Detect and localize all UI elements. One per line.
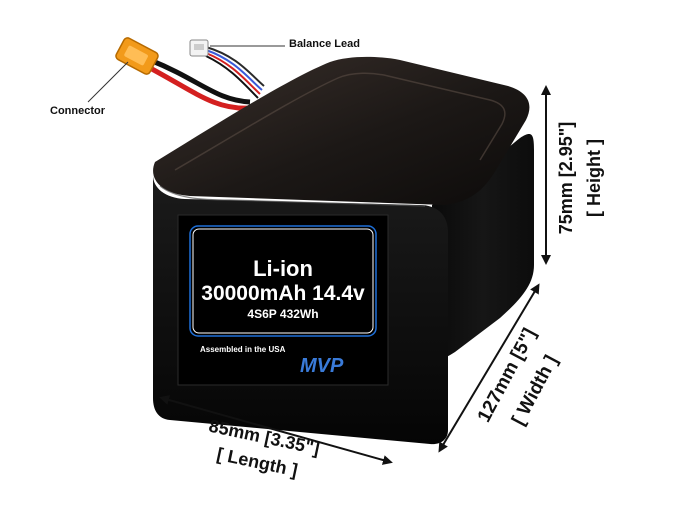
connector-callout-line <box>87 61 129 103</box>
label-chemistry: Li-ion <box>253 256 313 281</box>
height-value-text: 75mm [2.95"] <box>556 122 576 235</box>
label-assembled: Assembled in the USA <box>200 345 286 354</box>
length-arrow <box>159 395 393 465</box>
label-brand-logo: MVP <box>300 355 344 377</box>
width-arrow <box>438 283 540 453</box>
xt-connector-icon <box>115 37 159 75</box>
balance-plug-icon <box>189 39 209 57</box>
main-wires <box>148 57 251 111</box>
balance-lead-wires <box>205 46 265 99</box>
connector-callout-label: Connector <box>50 105 105 117</box>
label-capacity-voltage: 30000mAh 14.4v <box>201 282 365 305</box>
battery-label: Li-ion 30000mAh 14.4v 4S6P 432Wh Assembl… <box>177 214 389 386</box>
label-config-energy: 4S6P 432Wh <box>247 307 318 321</box>
balance-lead-callout-label: Balance Lead <box>289 38 360 50</box>
height-name-text: [ Height ] <box>584 139 604 217</box>
